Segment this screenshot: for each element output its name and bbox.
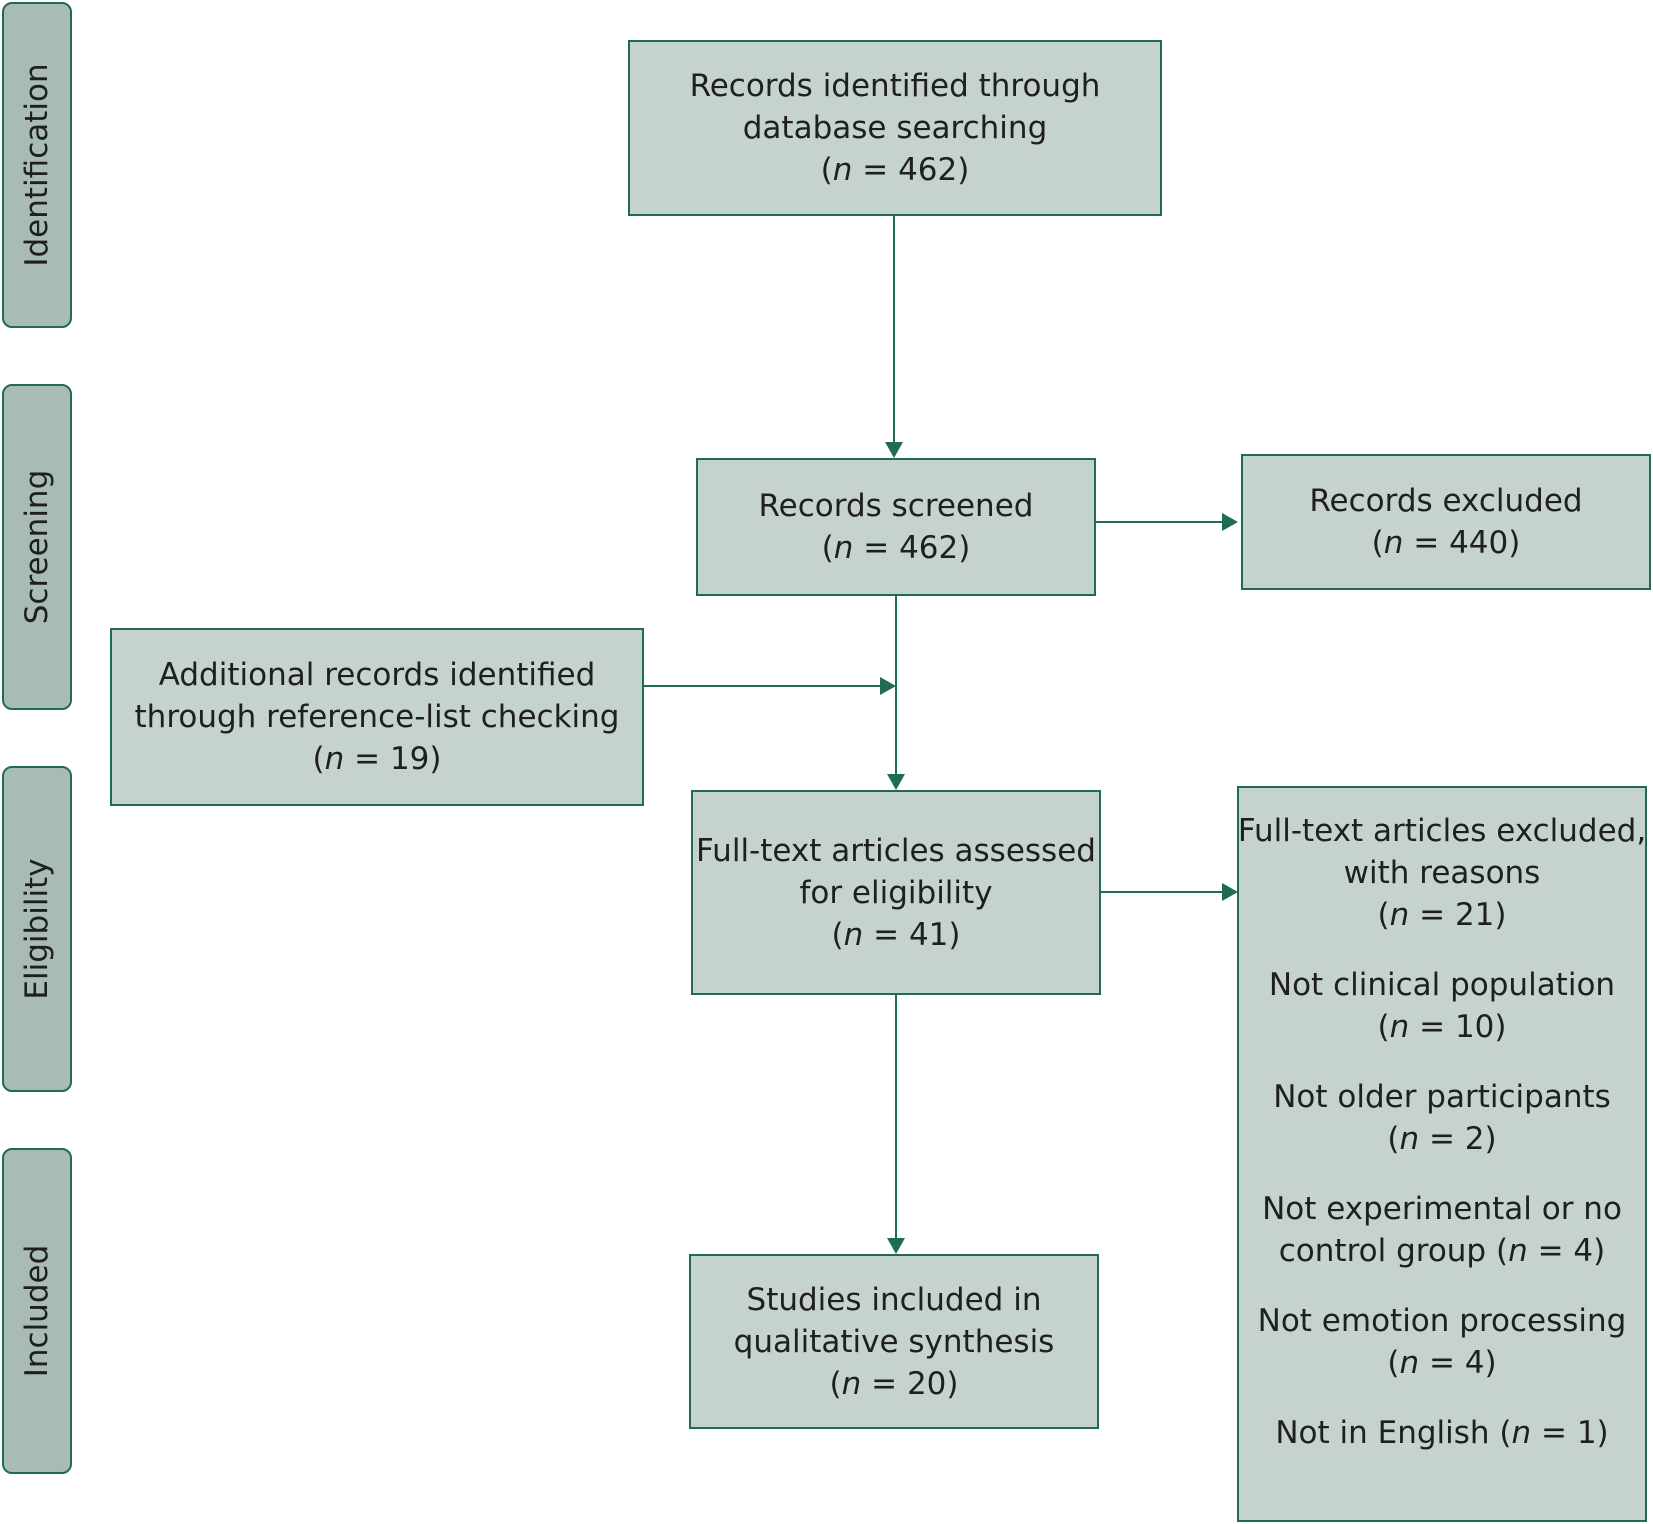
reason-1-count: (n = 10) — [1377, 1009, 1507, 1045]
fulltext-excluded-count: (n = 21) — [1377, 897, 1507, 933]
phase-identification: Identification — [2, 2, 72, 328]
fulltext-assessed-line1: Full-text articles assessed — [696, 832, 1096, 869]
arrowhead-excluded — [1222, 513, 1238, 531]
box-fulltext-excluded: Full-text articles excluded, with reason… — [1237, 786, 1647, 1522]
fulltext-excluded-line2: with reasons — [1343, 855, 1541, 891]
additional-records-line1: Additional records identified — [158, 657, 596, 693]
arrowhead-additional — [880, 677, 896, 695]
records-screened-count: (n = 462) — [821, 530, 971, 566]
fulltext-assessed-count: (n = 41) — [831, 916, 961, 953]
phase-screening: Screening — [2, 384, 72, 710]
box-records-excluded: Records excluded (n = 440) — [1241, 454, 1651, 590]
additional-records-line2: through reference-list checking — [134, 699, 620, 735]
arrowhead-fulltext — [887, 774, 905, 790]
records-excluded-count: (n = 440) — [1371, 525, 1521, 561]
box-records-screened: Records screened (n = 462) — [696, 458, 1096, 596]
reason-1-label: Not clinical population — [1268, 967, 1616, 1003]
reason-4-label: Not emotion processing — [1257, 1303, 1627, 1339]
arrowhead-included — [887, 1238, 905, 1254]
additional-records-count: (n = 19) — [312, 741, 442, 777]
box-records-identified: Records identified through database sear… — [628, 40, 1162, 216]
records-identified-line2: database searching — [742, 110, 1048, 146]
arrowhead-fulltext-excluded — [1222, 883, 1238, 901]
phase-eligibility: Eligibility — [2, 766, 72, 1092]
records-screened-line1: Records screened — [758, 488, 1034, 524]
reason-5-label: Not in English (n = 1) — [1275, 1415, 1609, 1451]
reason-3-count: control group (n = 4) — [1278, 1233, 1606, 1269]
reason-3-label: Not experimental or no — [1262, 1191, 1622, 1227]
box-studies-included: Studies included in qualitative synthesi… — [689, 1254, 1099, 1429]
reason-2-count: (n = 2) — [1387, 1121, 1497, 1157]
arrowhead-screened — [885, 442, 903, 458]
fulltext-assessed-line2: for eligibility — [799, 874, 993, 911]
records-identified-count: (n = 462) — [820, 152, 970, 188]
box-fulltext-assessed: Full-text articles assessed for eligibil… — [691, 790, 1101, 995]
reason-4-count: (n = 4) — [1387, 1345, 1497, 1381]
records-excluded-line1: Records excluded — [1309, 483, 1583, 519]
records-identified-line1: Records identified through — [689, 68, 1101, 104]
reason-2-label: Not older participants — [1273, 1079, 1611, 1115]
box-additional-records: Additional records identified through re… — [110, 628, 644, 806]
fulltext-excluded-line1: Full-text articles excluded, — [1237, 813, 1647, 849]
studies-included-line1: Studies included in — [746, 1281, 1042, 1318]
phase-included: Included — [2, 1148, 72, 1474]
studies-included-line2: qualitative synthesis — [733, 1323, 1055, 1360]
studies-included-count: (n = 20) — [829, 1365, 959, 1402]
